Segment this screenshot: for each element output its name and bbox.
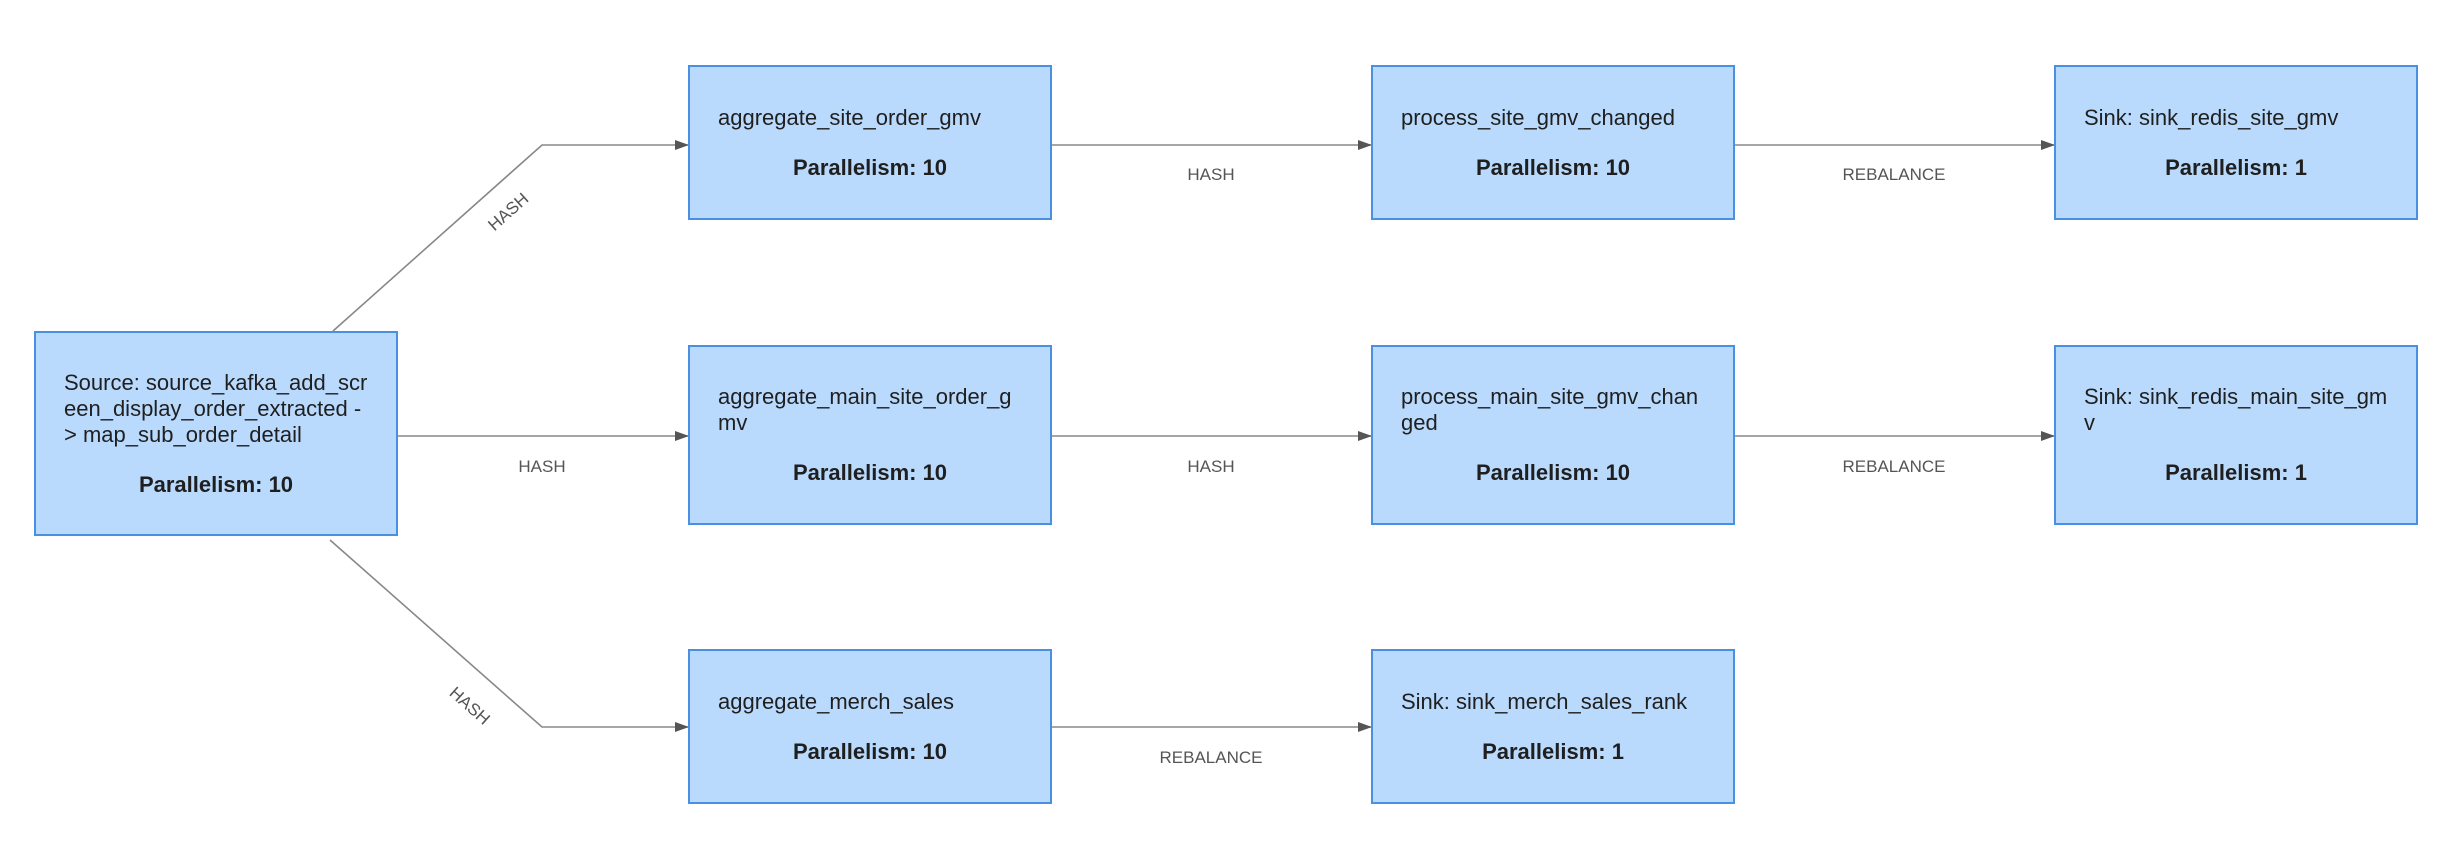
edge-label-agg-merch-to-sink-merch: REBALANCE xyxy=(1160,748,1263,767)
node-name: aggregate_site_order_gmv xyxy=(718,104,981,130)
node-name: Sink: sink_merch_sales_rank xyxy=(1401,688,1688,714)
node-parallelism: Parallelism: 10 xyxy=(792,154,948,180)
node-parallelism: Parallelism: 10 xyxy=(1475,460,1631,485)
node-parallelism: Parallelism: 1 xyxy=(2165,460,2307,485)
edge-label-proc-main-to-sink-main: REBALANCE xyxy=(1843,457,1946,476)
node-process-site-gmv-changed[interactable]: process_site_gmv_changed Parallelism: 10 xyxy=(1371,65,1735,220)
edge-source-to-agg-site xyxy=(332,140,689,332)
edge-label-agg-site-to-proc-site: HASH xyxy=(1187,165,1234,184)
node-aggregate-main-site-order-gmv[interactable]: aggregate_main_site_order_gmv Parallelis… xyxy=(688,345,1052,525)
node-source[interactable]: Source: source_kafka_add_screen_display_… xyxy=(34,331,398,536)
edge-label-agg-main-to-proc-main: HASH xyxy=(1187,457,1234,476)
edge-label-source-to-agg-merch: HASH xyxy=(446,683,494,729)
node-name: aggregate_merch_sales xyxy=(718,688,955,714)
node-parallelism: Parallelism: 10 xyxy=(138,471,294,497)
node-sink-redis-site-gmv[interactable]: Sink: sink_redis_site_gmv Parallelism: 1 xyxy=(2054,65,2418,220)
edge-source-to-agg-merch xyxy=(329,539,689,732)
edge-label-source-to-agg-main: HASH xyxy=(518,457,565,476)
node-name: Sink: sink_redis_main_site_gmv xyxy=(2084,384,2388,435)
node-name: Source: source_kafka_add_screen_display_… xyxy=(64,369,368,447)
edge-label-proc-site-to-sink-site: REBALANCE xyxy=(1843,165,1946,184)
node-parallelism: Parallelism: 10 xyxy=(792,460,948,485)
node-name: Sink: sink_redis_site_gmv xyxy=(2084,104,2339,130)
node-sink-redis-main-site-gmv[interactable]: Sink: sink_redis_main_site_gmv Paralleli… xyxy=(2054,345,2418,525)
node-name: process_site_gmv_changed xyxy=(1401,104,1675,130)
node-parallelism: Parallelism: 10 xyxy=(1475,154,1631,180)
node-aggregate-site-order-gmv[interactable]: aggregate_site_order_gmv Parallelism: 10 xyxy=(688,65,1052,220)
node-parallelism: Parallelism: 10 xyxy=(792,738,948,764)
node-name: aggregate_main_site_order_gmv xyxy=(718,384,1012,435)
node-aggregate-merch-sales[interactable]: aggregate_merch_sales Parallelism: 10 xyxy=(688,649,1052,804)
node-process-main-site-gmv-changed[interactable]: process_main_site_gmv_changed Parallelis… xyxy=(1371,345,1735,525)
node-parallelism: Parallelism: 1 xyxy=(2165,154,2307,180)
node-sink-merch-sales-rank[interactable]: Sink: sink_merch_sales_rank Parallelism:… xyxy=(1371,649,1735,804)
edge-label-source-to-agg-site: HASH xyxy=(484,189,532,235)
node-name: process_main_site_gmv_changed xyxy=(1401,384,1699,435)
node-parallelism: Parallelism: 1 xyxy=(1482,738,1624,764)
